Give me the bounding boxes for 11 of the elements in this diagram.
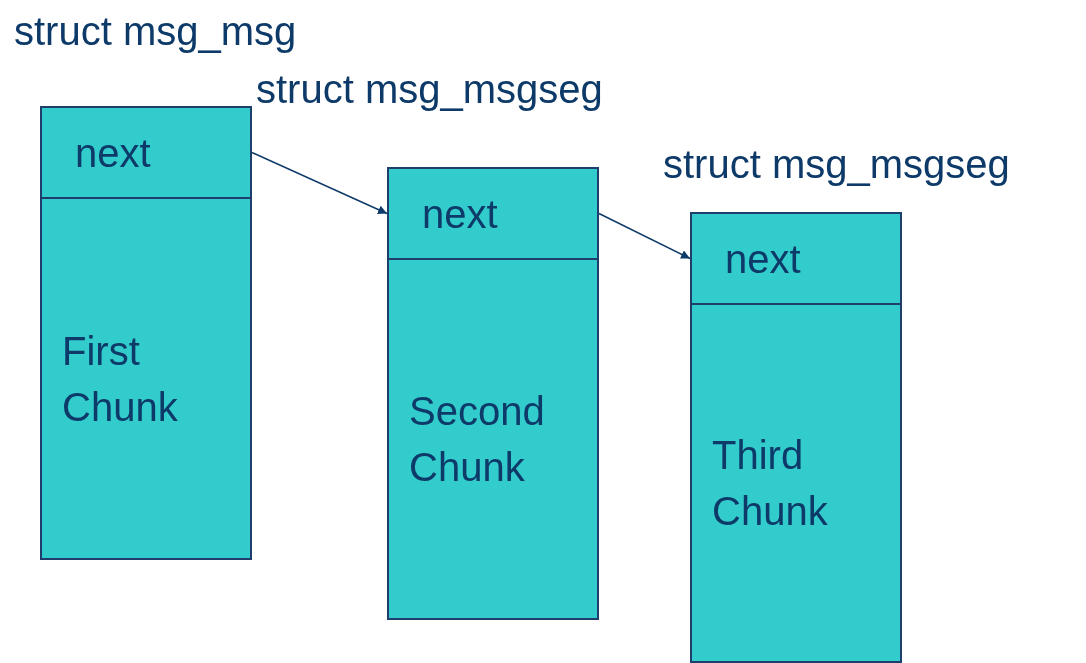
arrow — [251, 151, 388, 215]
data-chunk-field: First Chunk — [40, 197, 252, 560]
pointer-field: next — [690, 212, 902, 305]
data-chunk-field: Second Chunk — [387, 258, 599, 620]
pointer-field: next — [40, 106, 252, 199]
data-chunk-field: Third Chunk — [690, 303, 902, 663]
pointer-field: next — [387, 167, 599, 260]
struct-name: struct msg_msgseg — [256, 66, 603, 112]
arrow — [598, 212, 691, 260]
struct-name: struct msg_msg — [14, 8, 297, 54]
struct-name: struct msg_msgseg — [663, 141, 1010, 187]
